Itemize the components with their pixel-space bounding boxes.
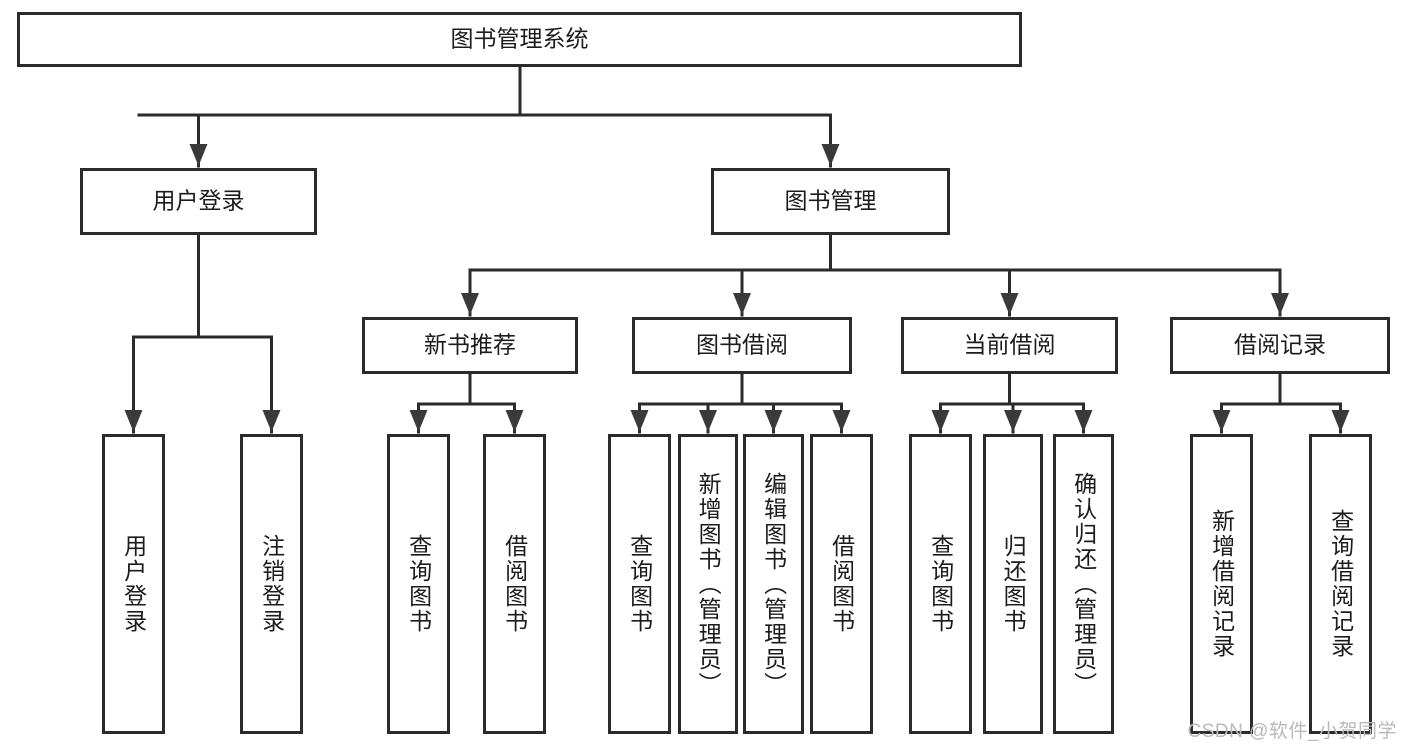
arrow-head-icon (1331, 410, 1350, 432)
arrow-head-icon (931, 410, 950, 432)
csdn-watermark: CSDN @软件_小贺同学 (1187, 721, 1397, 742)
node-label-book-borrow: 图书借阅 (696, 332, 788, 358)
arrow-head-icon (1004, 410, 1022, 432)
arrow-head-icon (630, 410, 649, 432)
arrow-head-icon (262, 410, 281, 432)
arrow-head-icon (1000, 293, 1019, 315)
node-box-leaf-query-book-current[interactable] (909, 434, 972, 734)
node-box-root[interactable] (17, 12, 1022, 67)
node-box-leaf-query-book-borrow[interactable] (608, 434, 671, 734)
arrow-head-icon (832, 410, 851, 432)
node-box-leaf-add-book[interactable] (678, 434, 738, 734)
node-box-leaf-borrow-book[interactable] (810, 434, 873, 734)
node-box-user-login[interactable] (80, 168, 317, 235)
node-box-book-management[interactable] (711, 168, 950, 235)
node-box-book-borrow[interactable] (632, 317, 852, 374)
node-box-leaf-logout[interactable] (240, 434, 303, 734)
node-box-leaf-return-book[interactable] (983, 434, 1043, 734)
node-box-new-book-recommend[interactable] (362, 317, 578, 374)
node-box-leaf-query-book-recommend[interactable] (387, 434, 450, 734)
node-box-layer (17, 12, 1390, 734)
node-box-borrow-record[interactable] (1170, 317, 1390, 374)
node-box-leaf-edit-book[interactable] (743, 434, 804, 734)
arrow-head-icon (189, 144, 208, 166)
arrow-head-icon (124, 410, 143, 432)
arrow-head-icon (461, 293, 479, 315)
arrow-head-icon (733, 293, 751, 315)
arrow-head-icon (505, 410, 524, 432)
arrow-head-icon (409, 410, 428, 432)
arrow-head-icon (1271, 293, 1289, 315)
arrow-head-icon (1074, 410, 1093, 432)
arrow-head-icon (764, 410, 783, 432)
node-label-user-login: 用户登录 (153, 188, 245, 214)
node-box-leaf-user-login[interactable] (102, 434, 165, 734)
node-box-leaf-confirm-return[interactable] (1053, 434, 1114, 734)
connector-layer (124, 65, 1350, 434)
node-label-borrow-record: 借阅记录 (1234, 332, 1326, 358)
node-label-book-management: 图书管理 (785, 188, 877, 214)
node-box-leaf-query-borrow-record[interactable] (1309, 434, 1372, 734)
arrow-head-icon (1212, 410, 1231, 432)
node-label-current-borrow: 当前借阅 (964, 332, 1056, 358)
node-label-new-book-recommend: 新书推荐 (424, 332, 516, 358)
node-box-leaf-add-borrow-record[interactable] (1190, 434, 1253, 734)
arrow-head-icon (699, 410, 717, 432)
node-label-root: 图书管理系统 (451, 26, 589, 52)
node-box-leaf-borrow-book-recommend[interactable] (483, 434, 546, 734)
node-box-current-borrow[interactable] (901, 317, 1118, 374)
arrow-head-icon (821, 144, 840, 166)
